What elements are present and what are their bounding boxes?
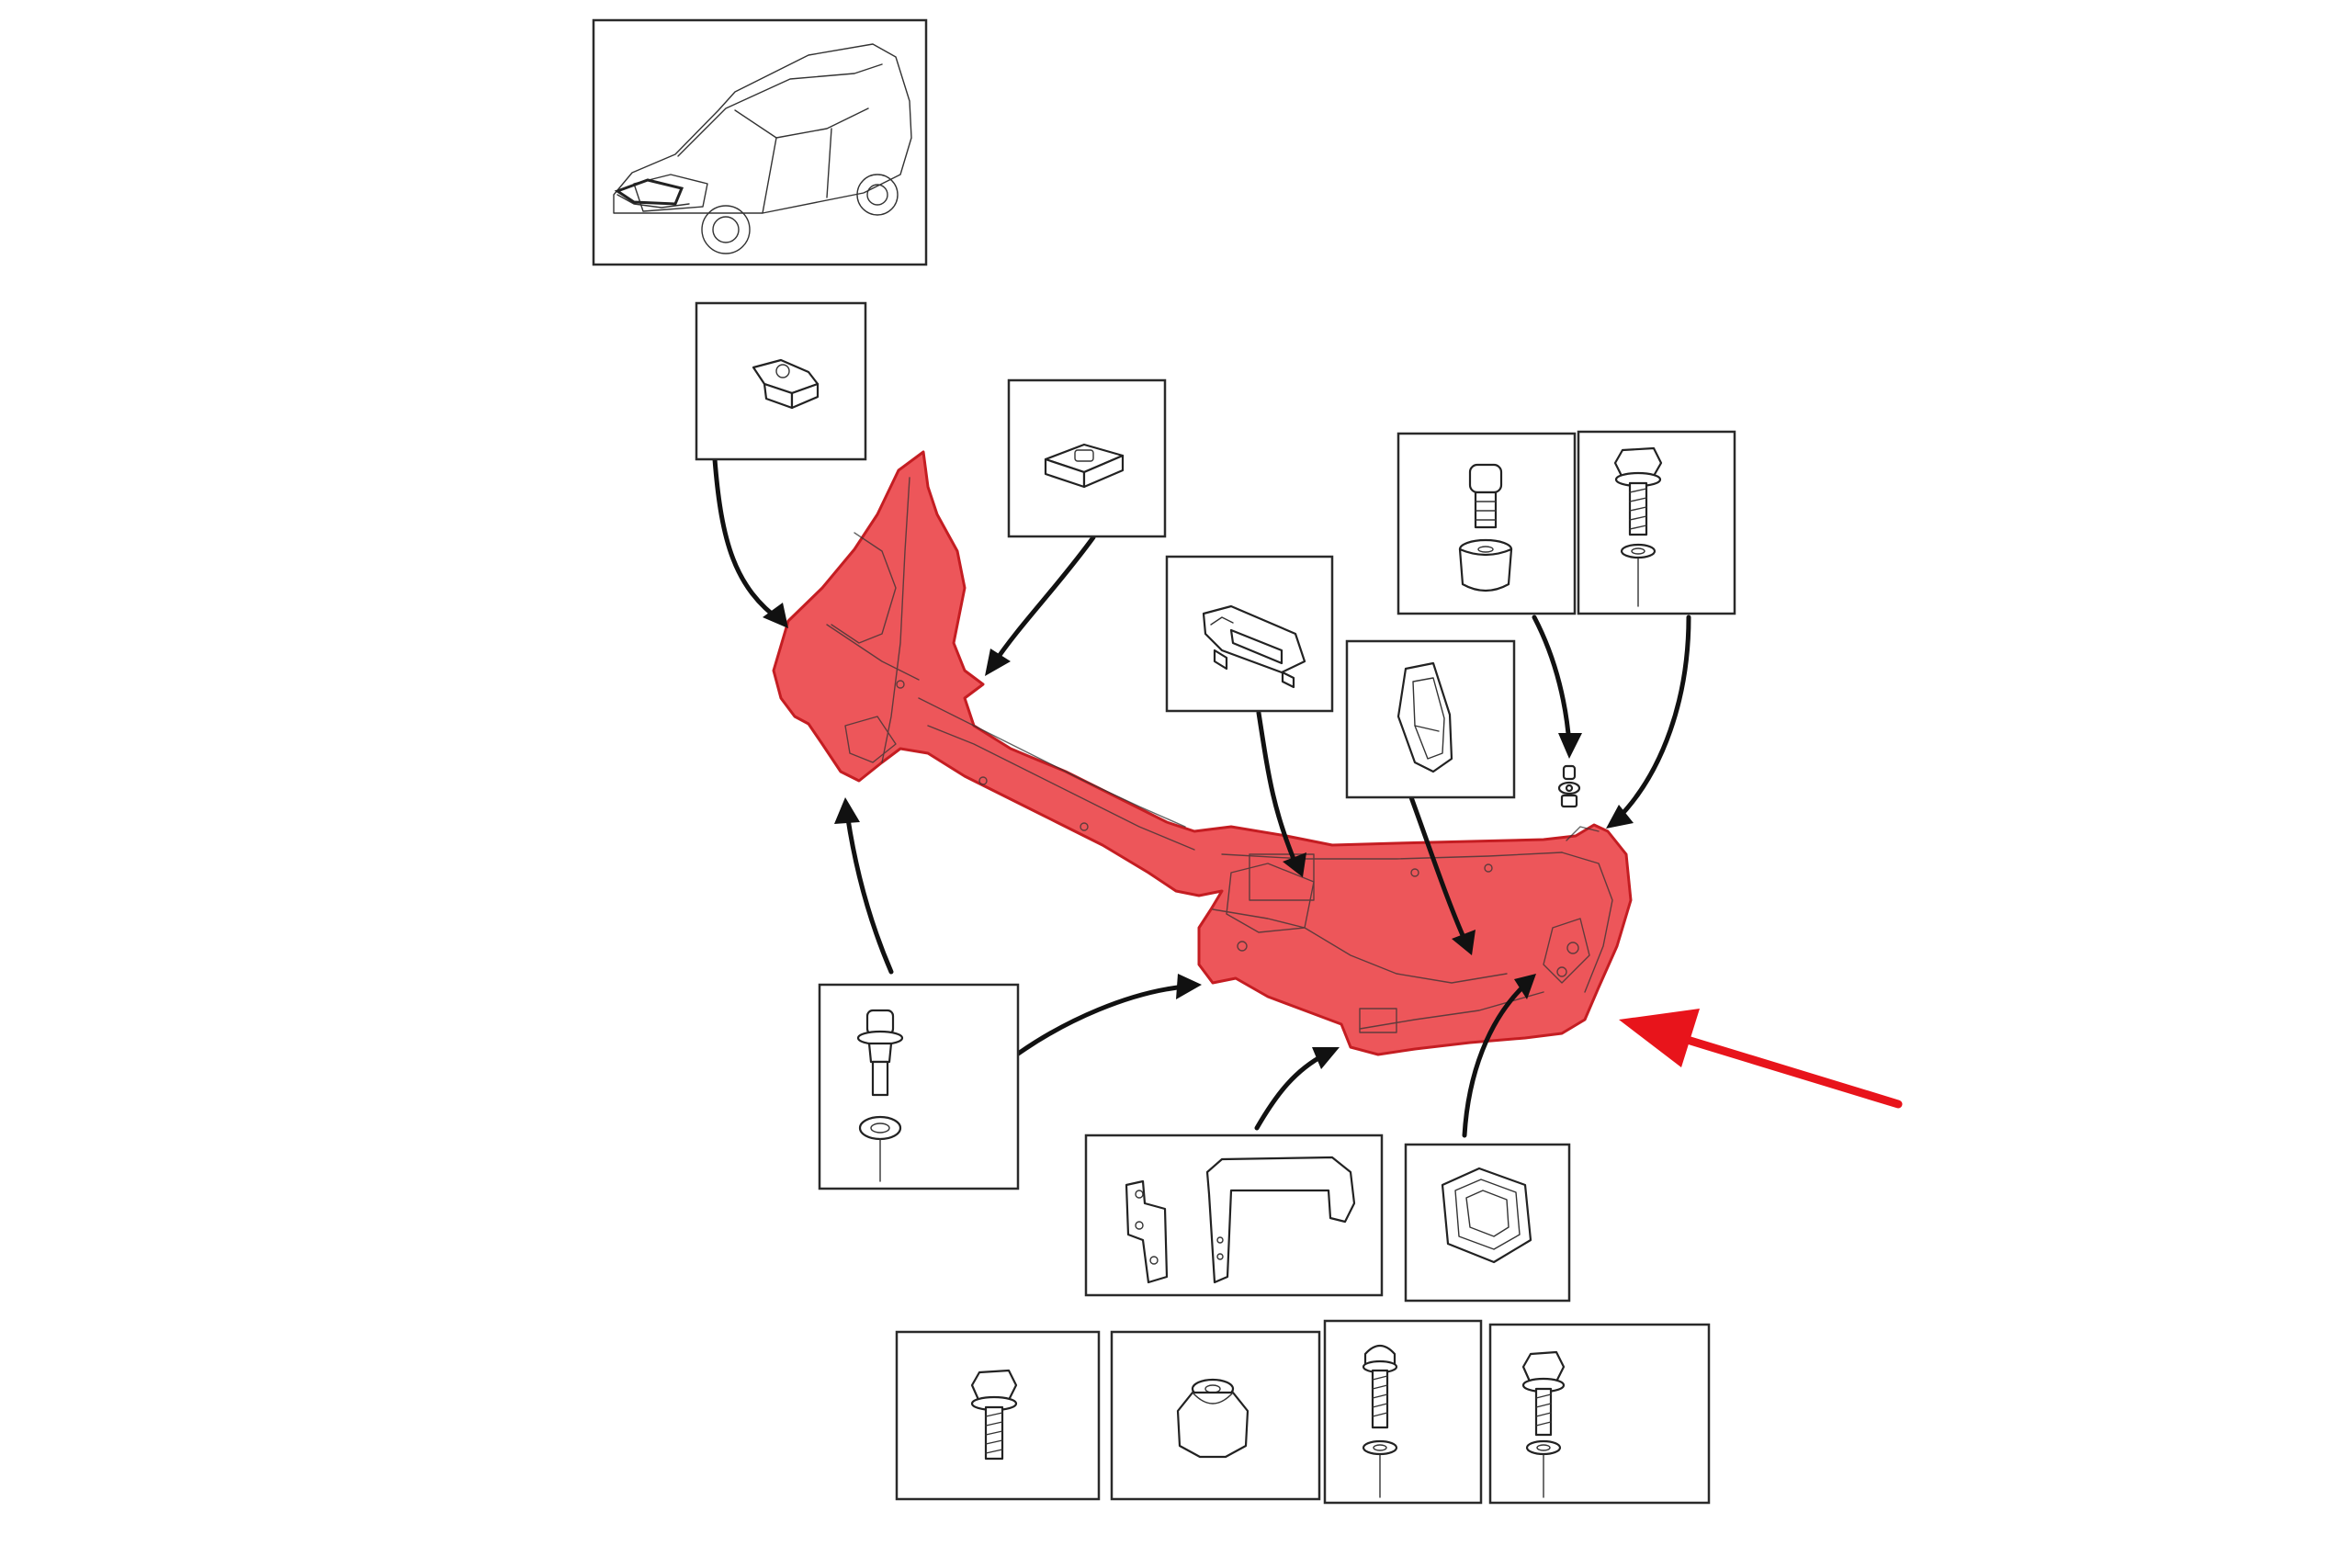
flange-bolt-with-washer-icon [856,1009,904,1182]
part-box-guide-bracket [1345,639,1516,799]
mounting-brackets-icon [1125,1156,1356,1284]
part-box-flange-screw-with-washer [1488,1323,1711,1505]
bolt-with-bushing-icon [1458,463,1513,592]
clip-nut-icon [752,358,820,410]
hatchback-car-outline-icon [613,43,912,254]
vehicle-overview-box [592,18,928,266]
spring-nut-icon [1176,1378,1250,1459]
square-clip-icon [1044,443,1125,489]
part-box-flange-bolt [895,1330,1101,1501]
front-end-carrier-frame-icon [772,450,1633,1056]
loose-bolt-icon [1557,764,1581,808]
flange-screw-with-washer-icon [1521,1350,1566,1498]
part-box-square-clip [1007,378,1167,538]
part-box-flange-bolt-top [1577,430,1736,615]
flange-bolt-with-washer-icon [1613,446,1663,607]
part-box-bolt-with-bushing [1396,432,1577,615]
part-box-bracket-clip [1165,555,1334,713]
screw-with-washer-icon [1362,1344,1398,1498]
part-box-mounting-brackets [1084,1134,1384,1297]
flange-bolt-icon [970,1369,1018,1461]
part-box-screw-with-washer [1323,1319,1483,1505]
part-box-spring-nut [1110,1330,1321,1501]
guide-bracket-icon [1396,661,1453,773]
bracket-clip-icon [1202,604,1306,689]
part-box-clip-nut [695,301,867,461]
rubber-mount-icon [1441,1167,1532,1264]
car-front-highlight-mark [614,178,684,206]
leader-arrows [712,457,1691,1138]
part-box-flange-bolt-left [818,983,1020,1190]
red-arrow-icon [1619,1009,1903,1109]
part-box-rubber-mount [1404,1143,1571,1303]
